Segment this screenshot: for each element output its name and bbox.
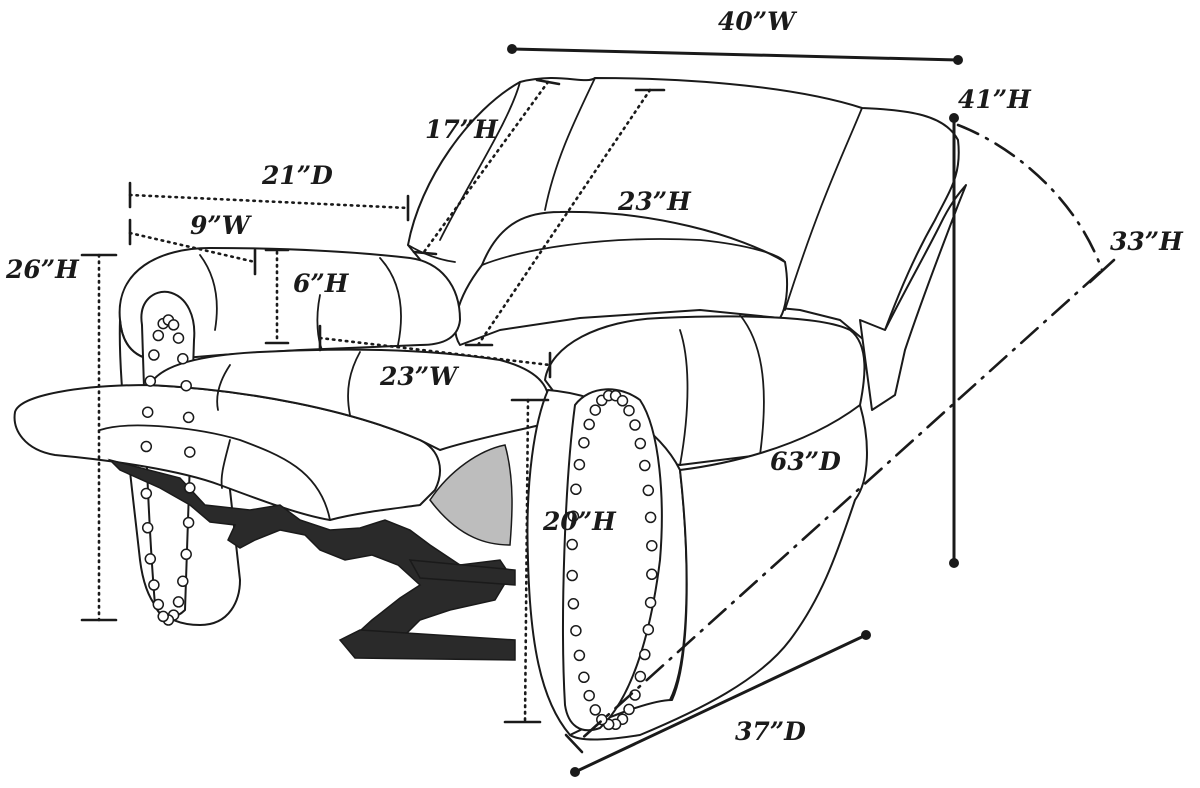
nailhead-stud bbox=[141, 406, 154, 418]
nailhead-stud bbox=[573, 458, 586, 471]
headrest-height-line bbox=[422, 80, 550, 254]
seat-width-line bbox=[318, 336, 552, 367]
nailhead-stud bbox=[140, 487, 153, 500]
label-arm-width: 9”W bbox=[190, 211, 253, 240]
nailhead-stud bbox=[583, 689, 595, 702]
seat-height-line bbox=[523, 398, 530, 724]
nailhead-stud bbox=[589, 704, 602, 716]
inner-shadow bbox=[429, 444, 513, 546]
recliner-chair-illustration bbox=[13, 77, 967, 741]
nailhead-stud bbox=[639, 648, 651, 661]
label-seat-width: 23”W bbox=[379, 362, 460, 391]
nailhead-stud bbox=[642, 484, 655, 497]
label-arm-depth: 21”D bbox=[261, 161, 333, 190]
nailhead-stud bbox=[567, 510, 580, 522]
label-seat-back-height: 23”H bbox=[617, 187, 692, 216]
label-arm-height: 6”H bbox=[293, 269, 350, 298]
nailhead-stud bbox=[148, 579, 160, 591]
nailhead-stud bbox=[148, 349, 160, 361]
nailhead-stud bbox=[589, 404, 602, 416]
label-seat-height: 20”H bbox=[542, 507, 617, 536]
nailhead-stud bbox=[567, 598, 580, 610]
nailhead-stud bbox=[172, 596, 185, 608]
nailhead-stud bbox=[566, 538, 578, 551]
width-line bbox=[510, 47, 960, 62]
label-reclined-height: 33”H bbox=[1110, 227, 1184, 256]
nailhead-stud bbox=[644, 511, 657, 524]
nailhead-stud bbox=[140, 440, 153, 453]
nailhead-stud bbox=[578, 436, 590, 449]
nailhead-stud bbox=[616, 395, 629, 407]
nailhead-stud bbox=[144, 553, 157, 565]
nailhead-stud bbox=[583, 418, 595, 431]
nailhead-stud bbox=[144, 375, 157, 387]
nailhead-stud bbox=[177, 352, 189, 365]
nailhead-stud bbox=[180, 379, 192, 392]
overall-depth-line bbox=[573, 633, 868, 774]
nailhead-stud bbox=[152, 598, 165, 611]
nailhead-stud bbox=[152, 329, 165, 342]
nailhead-stud bbox=[623, 703, 635, 716]
nailhead-stud bbox=[634, 437, 647, 450]
nailhead-stud bbox=[184, 446, 196, 458]
dimension-lines bbox=[80, 44, 1116, 777]
nailhead-stud bbox=[182, 516, 195, 529]
nailhead-stud bbox=[623, 404, 635, 417]
nailhead-stud bbox=[172, 332, 185, 344]
nailhead-stud bbox=[578, 671, 590, 684]
nailhead-stud bbox=[573, 649, 586, 662]
nailhead-stud bbox=[157, 610, 169, 623]
nailhead-stud bbox=[184, 482, 196, 494]
seat-back-height-line bbox=[476, 88, 652, 347]
nailhead-stud bbox=[182, 411, 195, 424]
nailhead-stud bbox=[644, 596, 657, 609]
label-headrest-height: 17”H bbox=[425, 115, 499, 144]
nailhead-stud bbox=[646, 539, 658, 552]
nailhead-stud bbox=[141, 522, 154, 534]
nailhead-studs bbox=[140, 314, 658, 731]
nailhead-stud bbox=[629, 419, 641, 431]
nailhead-stud bbox=[180, 548, 192, 561]
label-arm-floor-height: 26”H bbox=[5, 255, 80, 284]
nailhead-stud bbox=[646, 568, 658, 581]
label-overall-depth: 37”D bbox=[735, 717, 806, 746]
reclined-depth-line bbox=[576, 270, 1102, 744]
label-overall-height: 41”H bbox=[958, 85, 1032, 114]
nailhead-stud bbox=[167, 319, 180, 331]
nailhead-stud bbox=[566, 569, 578, 582]
nailhead-stud bbox=[642, 623, 655, 636]
nailhead-stud bbox=[570, 624, 582, 637]
arm-depth-line bbox=[128, 193, 410, 210]
label-reclined-depth: 63”D bbox=[770, 447, 841, 476]
dimension-labels: 40”W 41”H 33”H 63”D 37”D 17”H 23”H 21”D … bbox=[5, 7, 1184, 746]
nailhead-stud bbox=[634, 670, 647, 683]
nailhead-stud bbox=[177, 575, 189, 588]
label-overall-width: 40”W bbox=[718, 7, 798, 36]
nailhead-stud bbox=[570, 483, 582, 496]
nailhead-stud bbox=[639, 459, 651, 472]
back-side-panel bbox=[859, 184, 967, 411]
arm-width-line bbox=[128, 231, 257, 264]
reclined-height-arc bbox=[956, 123, 1104, 272]
right-side-panel bbox=[569, 404, 868, 741]
